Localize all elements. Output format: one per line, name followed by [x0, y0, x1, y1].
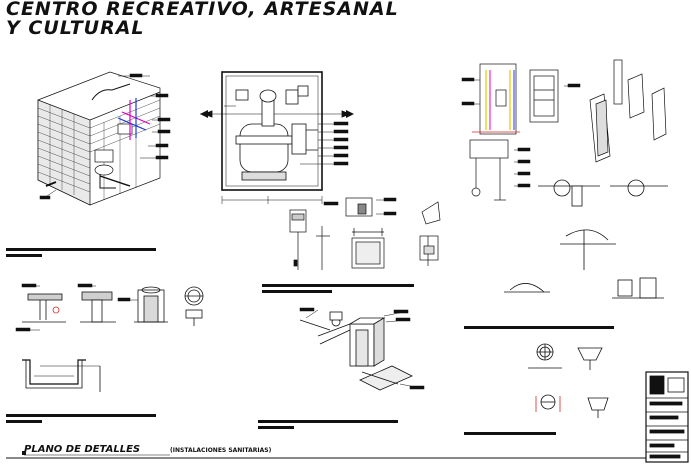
title-underline: [6, 454, 646, 459]
pump-room-detail: [200, 71, 352, 204]
drain-leaders: [15, 283, 138, 332]
caption-bars: [6, 248, 614, 435]
floor-drain-details: [528, 343, 609, 418]
pump-connection-leaders: [299, 307, 425, 390]
bathroom-pipes: [117, 98, 151, 140]
arrow-left-icon: [200, 110, 208, 118]
drawing-title-line-1: CENTRO RECREATIVO, ARTESANAL: [6, 0, 399, 20]
bathroom-leaders: [39, 73, 171, 200]
north-arrow-icon: [22, 451, 26, 455]
drawing-title-line-2: Y CULTURAL: [6, 17, 145, 39]
pump-room-leaders: [224, 105, 349, 166]
sanitary-fittings-detail: [469, 59, 667, 201]
pump-connection-detail: [299, 311, 413, 391]
water-heater-detail: [289, 197, 441, 270]
sheet-title: PLANO DE DETALLES: [24, 444, 141, 455]
bathroom-isometric-detail: [37, 71, 161, 206]
fittings-leaders: [461, 77, 581, 188]
sheet-subtitle: (INSTALACIONES SANITARIAS): [170, 447, 272, 454]
title-block: [645, 371, 689, 463]
arrow-right-icon: [346, 110, 354, 118]
pipe-crossing-details: [504, 179, 668, 299]
heater-leaders: [323, 197, 397, 216]
drain-details: [22, 286, 204, 392]
